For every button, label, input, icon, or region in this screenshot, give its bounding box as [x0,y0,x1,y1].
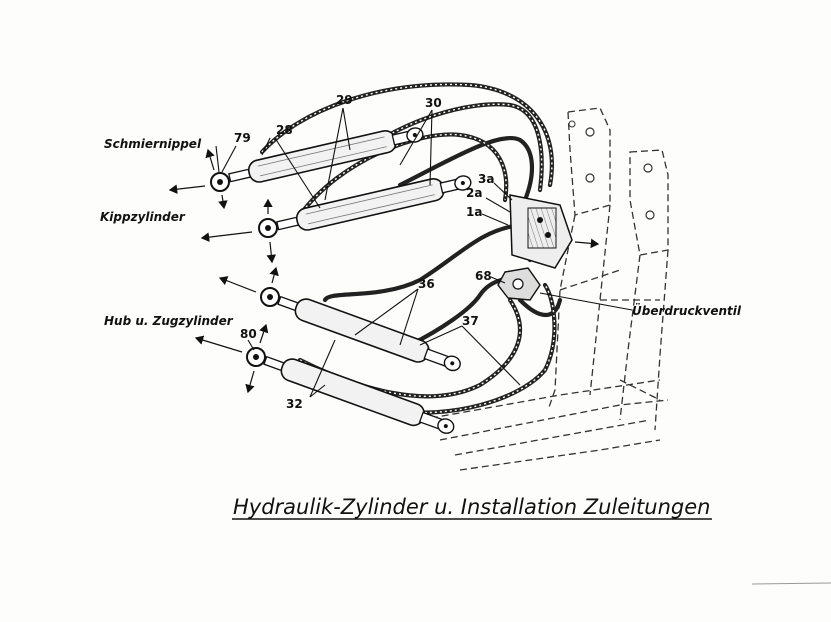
callout-80: 80 [240,327,257,341]
lift-cylinder-lower [263,355,455,434]
callout-2a: 2a [466,186,482,200]
label-ueberdruckventil: Überdruckventil [632,303,742,318]
scan-mark [751,582,831,585]
control-valve-block [509,194,573,269]
cylinder-eyes [210,172,280,367]
callout-29: 29 [336,93,353,107]
label-hub-zugzylinder: Hub u. Zugzylinder [104,314,234,328]
label-schmiernippel: Schmiernippel [104,137,202,151]
callout-3a: 3a [478,172,494,186]
overpressure-valve [497,267,541,301]
callout-68: 68 [475,269,492,283]
callout-30: 30 [425,96,442,110]
lift-cylinder-upper [277,295,461,372]
callout-1a: 1a [466,205,482,219]
tractor-frame [419,107,669,471]
tilt-cylinder-upper [228,127,424,183]
tilt-cylinder-lower [276,175,472,231]
callout-28: 28 [276,123,293,137]
callout-32: 32 [286,397,303,411]
movement-arrows [168,148,600,394]
callout-36: 36 [418,277,435,291]
label-kippzylinder: Kippzylinder [100,210,186,224]
leader-lines [215,107,633,398]
callout-37: 37 [462,314,479,328]
callout-79: 79 [234,131,251,145]
diagram-title: Hydraulik-Zylinder u. Installation Zulei… [233,495,710,519]
